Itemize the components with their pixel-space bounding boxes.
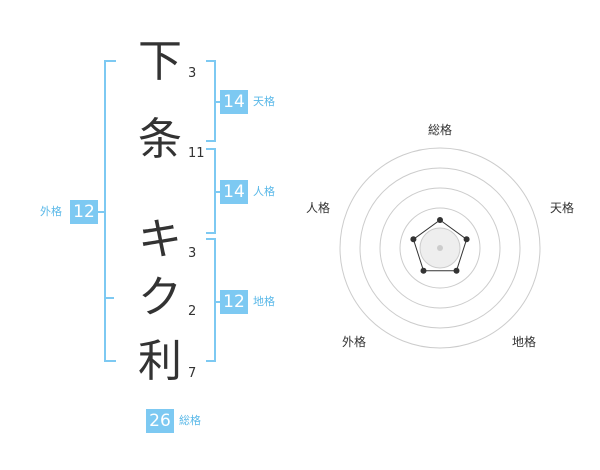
radar-points <box>410 217 470 274</box>
radar-axis-label-soukaku: 総格 <box>428 122 452 137</box>
tenkaku-connector <box>214 101 220 103</box>
name-char-1: 下 <box>138 36 182 87</box>
jinkaku-score: 14 <box>220 180 248 204</box>
radar-axis-label-gaikaku: 外格 <box>342 334 366 349</box>
gaikaku-divider <box>104 297 114 299</box>
chikaku-score: 12 <box>220 290 248 314</box>
stroke-count-4: 2 <box>188 304 197 319</box>
radar-point-4 <box>420 267 427 274</box>
radar-axis-label-tenkaku: 天格 <box>550 200 574 215</box>
gaikaku-score: 12 <box>70 200 98 224</box>
radar-point-3 <box>453 267 460 274</box>
radar-center <box>437 245 443 251</box>
radar-point-1 <box>437 217 443 223</box>
tenkaku-label: 天格 <box>253 95 275 108</box>
name-char-3: キ <box>138 214 182 265</box>
jinkaku-connector <box>214 191 220 193</box>
radar-point-2 <box>463 236 470 243</box>
radar-point-5 <box>410 236 417 243</box>
soukaku-label: 総格 <box>179 414 201 427</box>
chikaku-bracket <box>206 238 216 362</box>
gaikaku-bracket <box>104 60 116 362</box>
gaikaku-connector <box>96 211 104 213</box>
tenkaku-score: 14 <box>220 90 248 114</box>
name-char-5: 利 <box>138 336 182 387</box>
radar-axis-label-chikaku: 地格 <box>512 334 536 349</box>
radar-chart: 総格 天格 地格 外格 人格 <box>306 122 574 349</box>
chikaku-label: 地格 <box>253 295 275 308</box>
jinkaku-label: 人格 <box>253 185 275 198</box>
stroke-count-3: 3 <box>188 246 197 261</box>
radar-axis-label-jinkaku: 人格 <box>306 200 330 215</box>
soukaku-score: 26 <box>146 409 174 433</box>
name-char-4: ク <box>138 272 182 323</box>
name-char-2: 条 <box>138 114 182 165</box>
radar-polygon <box>412 219 468 272</box>
stroke-count-1: 3 <box>188 66 197 81</box>
stroke-count-2: 11 <box>188 146 205 161</box>
gaikaku-label: 外格 <box>40 205 62 218</box>
stroke-count-5: 7 <box>188 366 197 381</box>
chikaku-connector <box>214 301 220 303</box>
